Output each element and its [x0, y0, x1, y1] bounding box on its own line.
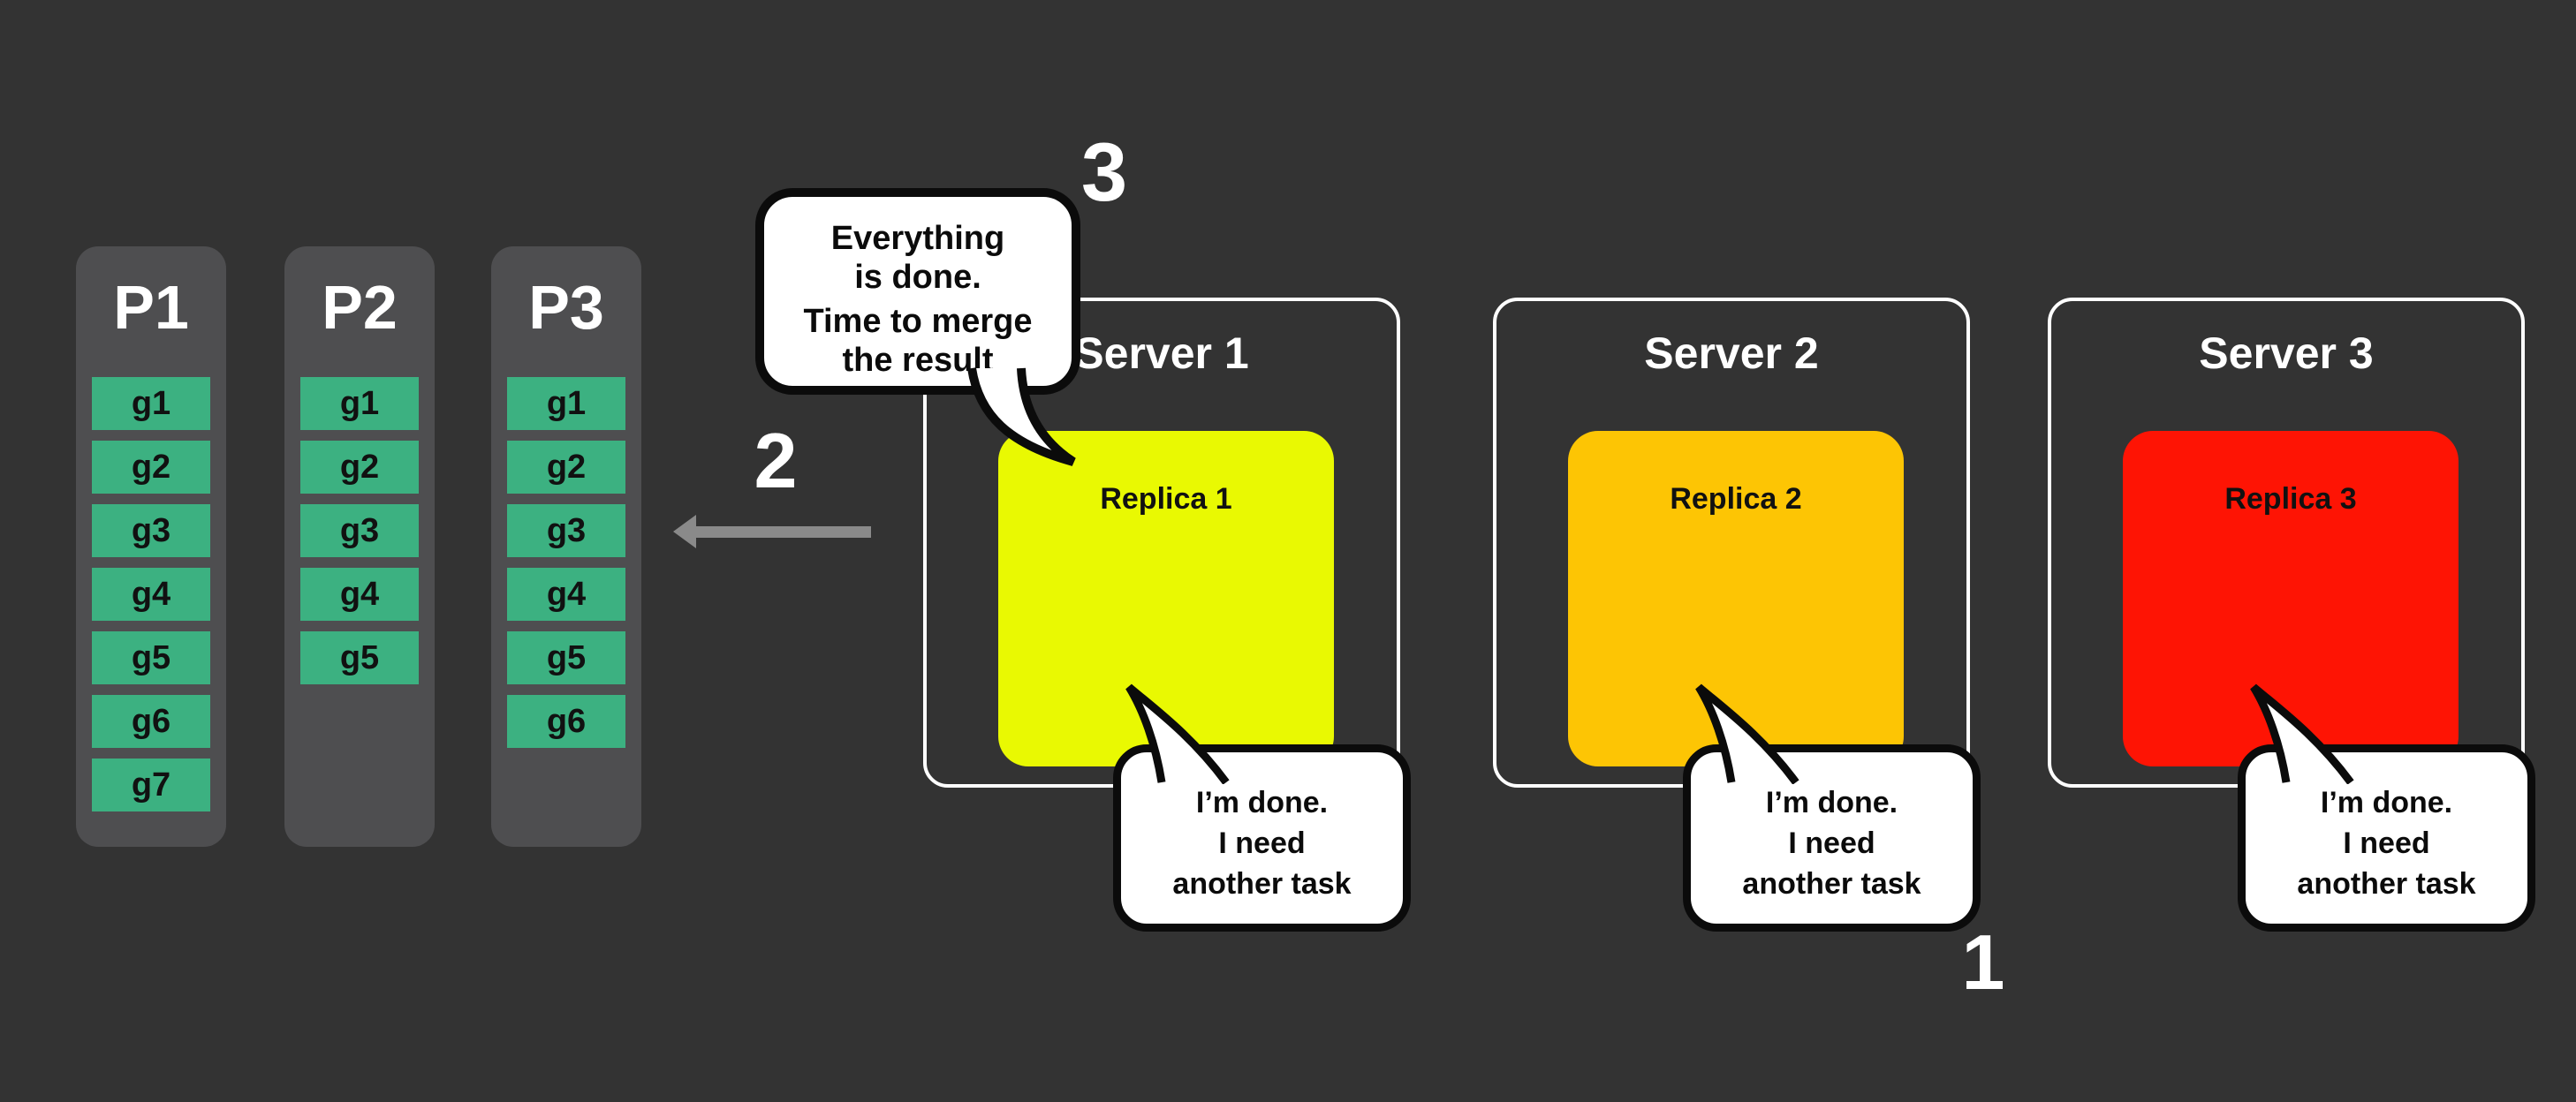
task-cell: g5 — [507, 631, 625, 684]
task-cell: g1 — [507, 377, 625, 430]
server-block-3: Server 3 Replica 3 I’m done. I need anot… — [2048, 0, 2576, 1102]
server-block-1: Server 1 Replica 1 I’m done. I need anot… — [923, 0, 1471, 1102]
task-cell: g6 — [507, 695, 625, 748]
task-cell: g3 — [507, 504, 625, 557]
replica-square: Replica 1 — [998, 431, 1334, 766]
bubble-text-line: is done. — [854, 259, 981, 296]
done-bubble: I’m done. I need another task — [1113, 744, 1411, 932]
bubble-text-line: I’m done. — [2320, 786, 2453, 819]
bubble-text-line: the result — [842, 342, 994, 379]
partition-column-p1: P1 g1 g2 g3 g4 g5 g6 g7 — [76, 246, 226, 847]
server-title: Server 2 — [1644, 328, 1819, 378]
step-3-label: 3 — [1080, 125, 1128, 218]
left-arrow-icon — [673, 515, 696, 548]
task-cell: g3 — [300, 504, 419, 557]
bubble-text-line: another task — [1742, 867, 1921, 901]
merge-arrow-bar — [694, 526, 871, 538]
step-2-label: 2 — [754, 417, 798, 504]
bubble-text-line: I’m done. — [1195, 786, 1329, 819]
partition-title: P3 — [528, 273, 604, 342]
replica-square: Replica 2 — [1568, 431, 1904, 766]
bubble-text-line: I need — [2343, 826, 2430, 860]
bubble-text-line: Everything — [830, 220, 1005, 257]
step-1-label: 1 — [1961, 918, 2005, 1006]
partition-title: P2 — [322, 273, 398, 342]
bubble-text-line: I need — [1218, 826, 1306, 860]
task-cell: g2 — [300, 441, 419, 494]
task-cell: g4 — [507, 568, 625, 621]
task-cell: g5 — [300, 631, 419, 684]
bubble-text-line: Time to merge — [803, 303, 1033, 340]
partition-column-p2: P2 g1 g2 g3 g4 g5 — [284, 246, 435, 847]
task-cell: g1 — [92, 377, 210, 430]
task-cell: g4 — [92, 568, 210, 621]
bubble-text-line: another task — [2297, 867, 2476, 901]
merge-bubble: Everything is done. Time to merge the re… — [755, 188, 1080, 395]
task-cell: g4 — [300, 568, 419, 621]
task-cell: g1 — [300, 377, 419, 430]
bubble-text-line: another task — [1172, 867, 1352, 901]
server-title: Server 1 — [1074, 328, 1249, 378]
task-cell: g7 — [92, 759, 210, 811]
task-cell: g2 — [92, 441, 210, 494]
bubble-text-line: I’m done. — [1765, 786, 1898, 819]
replica-label: Replica 3 — [2224, 482, 2357, 516]
task-cell: g6 — [92, 695, 210, 748]
replica-square: Replica 3 — [2123, 431, 2459, 766]
partition-column-p3: P3 g1 g2 g3 g4 g5 g6 — [491, 246, 641, 847]
replica-label: Replica 2 — [1670, 482, 1802, 516]
done-bubble: I’m done. I need another task — [1683, 744, 1981, 932]
replica-label: Replica 1 — [1100, 482, 1232, 516]
task-cell: g3 — [92, 504, 210, 557]
server-title: Server 3 — [2199, 328, 2374, 378]
partition-title: P1 — [113, 273, 189, 342]
task-cell: g2 — [507, 441, 625, 494]
task-cell: g5 — [92, 631, 210, 684]
bubble-text-line: I need — [1788, 826, 1875, 860]
done-bubble: I’m done. I need another task — [2238, 744, 2535, 932]
